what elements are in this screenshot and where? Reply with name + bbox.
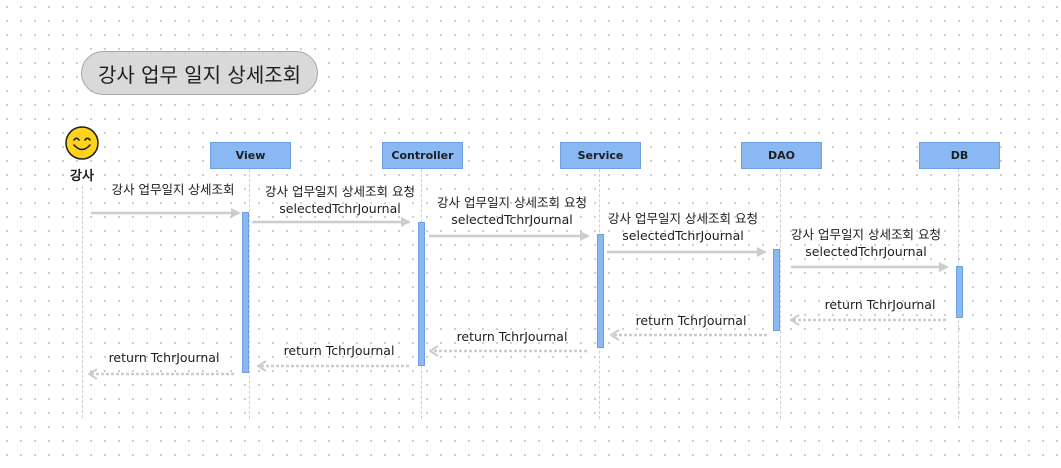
message-m5-line2: selectedTchrJournal	[805, 244, 927, 259]
db-activation	[956, 266, 963, 318]
message-m3-line1: 강사 업무일지 상세조회 요청	[437, 195, 587, 210]
message-r3: return TchrJournal	[456, 329, 568, 344]
actor-label: 강사	[70, 169, 94, 184]
message-m1-text: 강사 업무일지 상세조회	[111, 182, 235, 197]
view-lifeline	[249, 169, 250, 419]
diagram-title: 강사 업무 일지 상세조회	[81, 51, 318, 95]
message-m3: 강사 업무일지 상세조회 요청 selectedTchrJournal	[422, 194, 602, 228]
smiley-face-icon	[65, 126, 99, 160]
participant-service: Service	[560, 142, 641, 169]
participant-controller: Controller	[382, 142, 463, 169]
message-r5: return TchrJournal	[824, 297, 936, 312]
message-m4-line1: 강사 업무일지 상세조회 요청	[608, 211, 758, 226]
dao-lifeline	[780, 169, 781, 419]
message-m1: 강사 업무일지 상세조회	[98, 181, 248, 198]
controller-activation	[418, 222, 425, 366]
view-activation	[242, 212, 249, 373]
message-m5: 강사 업무일지 상세조회 요청 selectedTchrJournal	[776, 226, 956, 260]
service-activation	[597, 234, 604, 348]
message-m2-line2: selectedTchrJournal	[279, 201, 401, 216]
participant-view: View	[210, 142, 291, 169]
message-m2-line1: 강사 업무일지 상세조회 요청	[265, 184, 415, 199]
message-r4: return TchrJournal	[635, 313, 747, 328]
participant-db: DB	[919, 142, 1000, 169]
message-m3-line2: selectedTchrJournal	[451, 212, 573, 227]
actor-lifeline	[82, 186, 83, 418]
message-r1: return TchrJournal	[108, 350, 220, 365]
message-r2: return TchrJournal	[283, 343, 395, 358]
participant-dao: DAO	[741, 142, 822, 169]
message-m5-line1: 강사 업무일지 상세조회 요청	[791, 227, 941, 242]
message-m4: 강사 업무일지 상세조회 요청 selectedTchrJournal	[593, 210, 773, 244]
message-m4-line2: selectedTchrJournal	[622, 228, 744, 243]
message-m2: 강사 업무일지 상세조회 요청 selectedTchrJournal	[250, 183, 430, 217]
dao-activation	[773, 249, 780, 331]
